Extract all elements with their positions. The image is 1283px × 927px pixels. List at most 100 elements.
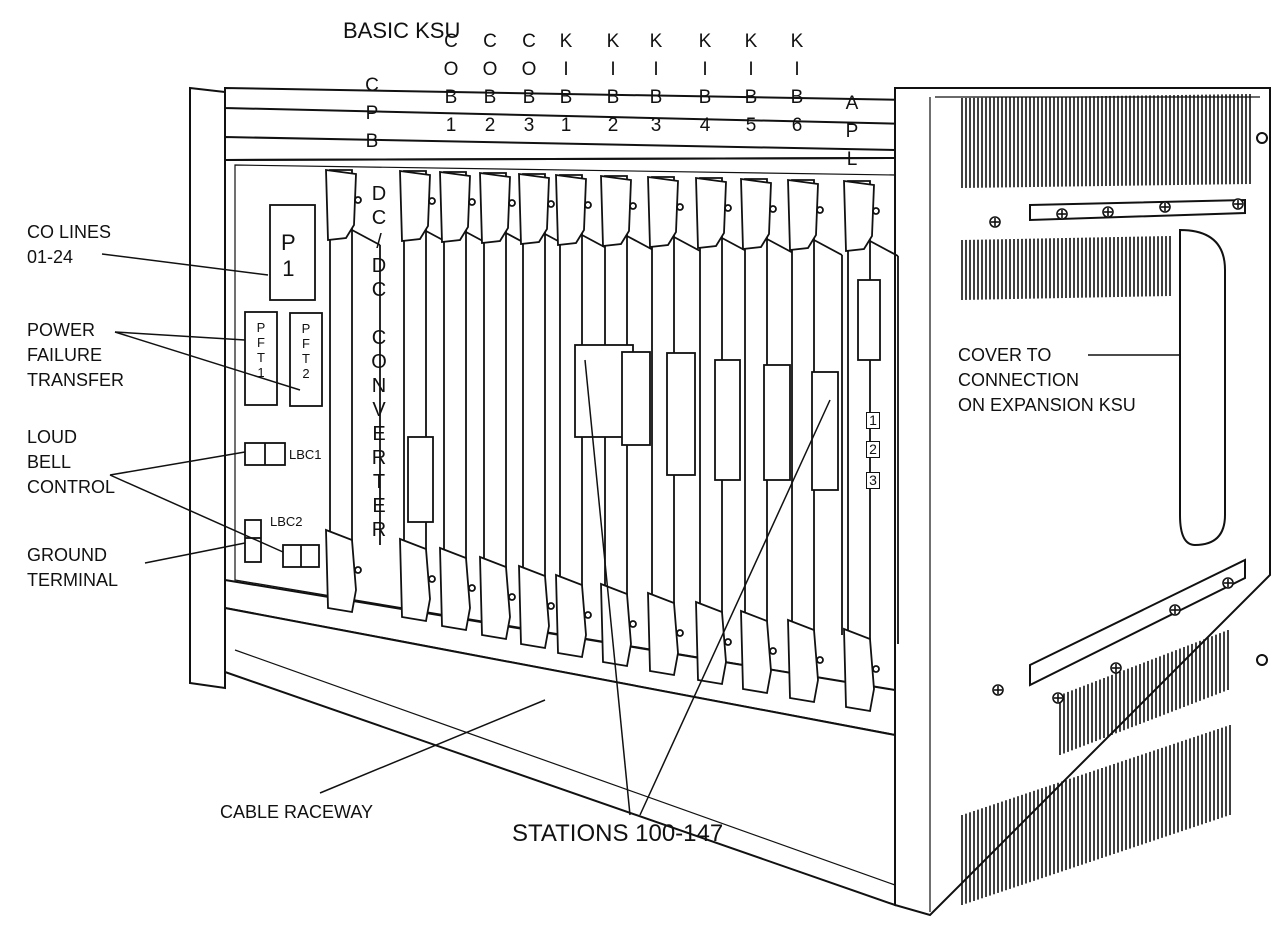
slot-char: I — [748, 59, 754, 80]
pft1-board — [244, 311, 278, 406]
converter-char: R — [371, 519, 387, 541]
slot-char: B — [744, 87, 758, 108]
slot-char: L — [846, 149, 858, 170]
power-failure-line-2: FAILURE — [27, 345, 103, 365]
screw — [1159, 201, 1171, 213]
slot-char: B — [790, 87, 804, 108]
loud-bell-callout: LOUD BELL CONTROL — [27, 425, 115, 500]
vent-grille — [961, 236, 1171, 300]
connection-cover — [1179, 228, 1226, 547]
lbc2-label: LBC2 — [270, 514, 303, 529]
slot-char: B — [522, 87, 536, 108]
apl-port-3: 3 — [866, 472, 880, 489]
co-lines-line-2: 01-24 — [27, 247, 74, 267]
power-failure-line-3: TRANSFER — [27, 370, 125, 390]
side-rail-top — [1029, 198, 1246, 222]
ground-line-1: GROUND — [27, 545, 107, 565]
left-frame-post — [189, 86, 226, 690]
slot-char: B — [606, 87, 620, 108]
power-failure-callout: POWER FAILURE TRANSFER — [27, 318, 124, 393]
slot-char: C — [522, 31, 536, 52]
slot-char: C — [365, 75, 379, 96]
converter-char: E — [372, 423, 386, 445]
slot-char: I — [794, 59, 800, 80]
stations-callout: STATIONS 100-147 — [512, 820, 724, 847]
slot-char: 2 — [607, 115, 619, 136]
converter-char: N — [371, 375, 387, 397]
slot-char: 4 — [699, 115, 711, 136]
slot-char: P — [845, 121, 859, 142]
pft-char: F — [302, 336, 310, 351]
pft-char: P — [301, 321, 311, 336]
slot-char: K — [649, 31, 663, 52]
converter-char: C — [371, 207, 387, 229]
slot-char: I — [702, 59, 708, 80]
converter-char: O — [371, 351, 387, 373]
slot-char: I — [610, 59, 616, 80]
slot-char: O — [521, 59, 537, 80]
loud-bell-line-1: LOUD — [27, 427, 78, 447]
pft-char: 1 — [257, 365, 265, 380]
slot-char: 1 — [445, 115, 457, 136]
loud-bell-line-3: CONTROL — [27, 477, 116, 497]
slot-char: B — [559, 87, 573, 108]
apl-port-2: 2 — [866, 441, 880, 458]
chip — [621, 351, 651, 446]
co-lines-callout: CO LINES 01-24 — [27, 220, 111, 270]
slot-char: B — [698, 87, 712, 108]
diagram-title: BASIC KSU — [343, 18, 461, 43]
slot-char: 5 — [745, 115, 757, 136]
converter-char — [367, 302, 391, 326]
chip — [763, 364, 791, 481]
slot-char: I — [563, 59, 569, 80]
cover-line-2: CONNECTION — [958, 370, 1079, 390]
pft-char: T — [257, 350, 265, 365]
converter-char: C — [371, 327, 387, 349]
screw — [992, 684, 1004, 696]
chip — [666, 352, 696, 476]
screw — [1169, 604, 1181, 616]
converter-char: D — [371, 183, 387, 205]
screw — [1102, 206, 1114, 218]
ventilation-grilles — [961, 94, 1251, 905]
slot-char: K — [744, 31, 758, 52]
screw — [1232, 198, 1244, 210]
screw — [1056, 208, 1068, 220]
screw — [1052, 692, 1064, 704]
slot-char: O — [443, 59, 459, 80]
slot-char: O — [482, 59, 498, 80]
slot-char: K — [698, 31, 712, 52]
pft2-board — [289, 312, 323, 407]
screw — [989, 216, 1001, 228]
circuit-card — [325, 168, 381, 614]
converter-char: D — [371, 255, 387, 277]
top-rail-lower — [224, 135, 896, 162]
chip — [857, 279, 881, 361]
p1-char-1: P — [281, 230, 296, 255]
slot-char: A — [845, 93, 859, 114]
ground-terminal — [244, 519, 262, 563]
slot-char: K — [790, 31, 804, 52]
chip — [407, 436, 434, 523]
cover-line-3: ON EXPANSION KSU — [958, 395, 1136, 415]
slot-char: 3 — [523, 115, 535, 136]
vent-grille — [1059, 630, 1229, 755]
power-failure-line-1: POWER — [27, 320, 96, 340]
cable-raceway-callout: CABLE RACEWAY — [220, 802, 374, 822]
pft-char: P — [256, 320, 266, 335]
circuit-cards — [325, 168, 899, 713]
p1-char-2: 1 — [282, 256, 295, 281]
side-rail-bottom — [1029, 558, 1246, 687]
ground-terminal-callout: GROUND TERMINAL — [27, 543, 118, 593]
pft-char: T — [302, 351, 310, 366]
